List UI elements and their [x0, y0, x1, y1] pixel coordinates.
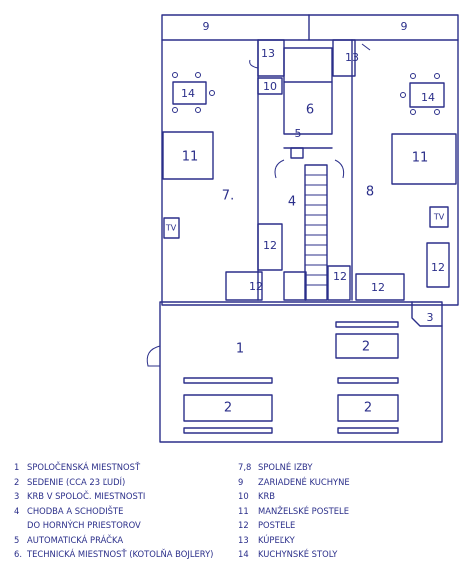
label-seating-left: 2: [224, 401, 232, 416]
chair: [410, 109, 416, 115]
label-table-left: 14: [181, 87, 195, 100]
label-room-7: 7.: [222, 189, 234, 204]
label-bed-left-bottom: 12: [249, 280, 263, 293]
label-tv-right: TV: [433, 213, 445, 222]
common-room-door: [146, 345, 161, 367]
bed-center-left: [283, 271, 307, 301]
legend-item: DO HORNÝCH PRIESTOROV: [27, 520, 141, 530]
chair: [434, 73, 440, 79]
bed-left-bottom: [225, 271, 263, 301]
chair: [195, 107, 201, 113]
fireplace: [257, 77, 283, 95]
label-washer: 5: [295, 127, 302, 140]
double-bed-left: [162, 131, 214, 180]
common-room-wall: [159, 301, 443, 443]
table-2-left: [183, 394, 273, 422]
label-tv-left: TV: [165, 224, 177, 233]
staircase: [304, 164, 328, 301]
bathroom-right: [332, 39, 356, 77]
label-corridor: 4: [288, 195, 296, 210]
bathroom-door-right: [361, 43, 371, 51]
label-seating-right: 2: [364, 401, 372, 416]
label-common-room: 1: [236, 342, 244, 357]
label-table-right: 14: [421, 91, 435, 104]
label-double-bed-left: 11: [182, 150, 199, 165]
washer: [290, 147, 304, 159]
table-2-right-top: [335, 333, 399, 359]
table-2-right: [337, 394, 399, 422]
table-right: [409, 82, 445, 108]
bench: [335, 321, 399, 328]
label-technical-room: 6: [306, 103, 314, 118]
label-bed-left-vertical: 12: [263, 239, 277, 252]
stair-steps: [305, 174, 327, 286]
bench: [183, 377, 273, 384]
chair: [195, 72, 201, 78]
label-kitchen-right: 9: [401, 20, 408, 33]
chair: [410, 73, 416, 79]
label-double-bed-right: 11: [412, 151, 429, 166]
outer-wall: [161, 14, 459, 306]
bench: [337, 427, 399, 434]
bench: [337, 377, 399, 384]
bed-center-right: [327, 265, 351, 301]
tv-left: [163, 217, 180, 239]
chair: [172, 107, 178, 113]
floor-plan: 9 9 13 13 14 14 10 6 5 4 7. 8 11 11 TV T…: [146, 14, 459, 443]
tv-right: [429, 206, 449, 228]
chair: [172, 72, 178, 78]
corridor-door-left: [274, 159, 285, 179]
legend-item: 6.TECHNICKÁ MIESTNOSŤ (KOTOLŇA BOJLERY): [14, 549, 214, 559]
bench: [183, 427, 273, 434]
bed-left-vertical: [257, 223, 283, 271]
label-bathroom-left: 13: [261, 47, 275, 60]
bathroom-door-left: [249, 59, 259, 69]
label-kitchen-left: 9: [203, 20, 210, 33]
label-bed-center-right: 12: [333, 270, 347, 283]
label-bed-right-vertical: 12: [431, 261, 445, 274]
bed-right-vertical: [426, 242, 450, 288]
chair: [434, 109, 440, 115]
label-bed-right-bottom: 12: [371, 281, 385, 294]
chair: [400, 92, 406, 98]
label-bathroom-right: 13: [345, 51, 359, 64]
label-fireplace: 10: [263, 80, 277, 93]
label-fireplace-common: 3: [427, 311, 434, 324]
bed-right-bottom: [355, 273, 405, 301]
fireplace-corner: [411, 301, 443, 327]
label-room-8: 8: [366, 185, 374, 200]
label-seating-right-top: 2: [362, 340, 370, 355]
table-left: [172, 81, 207, 105]
chair: [209, 90, 215, 96]
corridor-door-right: [334, 159, 345, 179]
double-bed-right: [391, 133, 457, 185]
technical-room: [283, 47, 333, 135]
